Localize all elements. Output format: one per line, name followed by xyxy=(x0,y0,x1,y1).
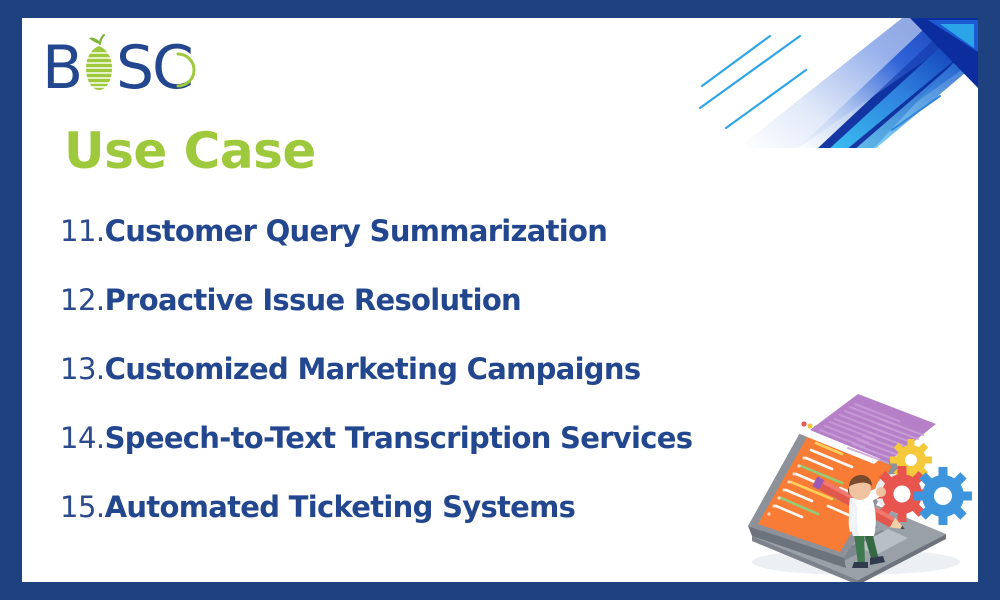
slide-canvas: B xyxy=(22,18,978,582)
list-item-label: Speech-to-Text Transcription Services xyxy=(104,421,693,455)
page-title: Use Case xyxy=(64,122,316,180)
svg-text:C: C xyxy=(152,33,194,103)
developer-coding-illustration: ? xyxy=(736,386,978,582)
list-item[interactable]: 15. Automated Ticketing Systems xyxy=(60,490,958,559)
list-item-label: Customized Marketing Campaigns xyxy=(104,352,641,386)
svg-text:S: S xyxy=(116,33,154,103)
list-item-number: 15. xyxy=(60,490,105,524)
list-item-number: 11. xyxy=(60,214,105,248)
person-with-pencil-icon xyxy=(812,475,905,568)
list-item-number: 13. xyxy=(60,352,105,386)
list-item[interactable]: 14. Speech-to-Text Transcription Service… xyxy=(60,421,958,490)
pear-icon xyxy=(84,33,114,90)
use-case-list: 11. Customer Query Summarization 12. Pro… xyxy=(60,214,958,559)
list-item-number: 12. xyxy=(60,283,105,317)
list-item-number: 14. xyxy=(60,421,105,455)
list-item[interactable]: 11. Customer Query Summarization xyxy=(60,214,958,283)
svg-text:B: B xyxy=(42,33,83,103)
code-window-icon xyxy=(790,386,936,464)
bosc-logo[interactable]: B xyxy=(42,32,212,104)
list-item-label: Customer Query Summarization xyxy=(104,214,608,248)
diagonal-ribbons-decoration xyxy=(678,18,978,148)
list-item[interactable]: 13. Customized Marketing Campaigns xyxy=(60,352,958,421)
list-item-label: Proactive Issue Resolution xyxy=(104,283,522,317)
list-item-label: Automated Ticketing Systems xyxy=(104,490,576,524)
gear-icon-blue xyxy=(914,467,972,525)
list-item[interactable]: 12. Proactive Issue Resolution xyxy=(60,283,958,352)
